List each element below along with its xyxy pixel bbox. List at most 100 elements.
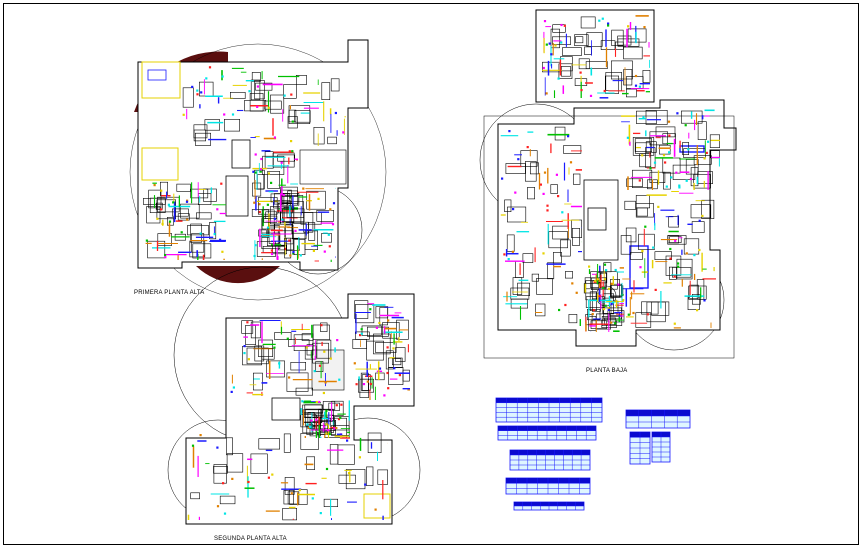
fixture-symbol xyxy=(602,308,606,311)
fixture-symbol xyxy=(216,505,220,508)
fixture-symbol xyxy=(243,352,246,355)
fixture-symbol xyxy=(638,179,641,182)
fixture-symbol xyxy=(674,239,677,242)
fixture-symbol xyxy=(596,278,599,281)
fixture-symbol xyxy=(673,322,676,325)
fixture-symbol xyxy=(665,185,668,188)
room-partition xyxy=(288,105,311,124)
fixture-symbol xyxy=(542,66,545,70)
fixture-symbol xyxy=(632,311,635,315)
room-partition xyxy=(354,331,370,340)
room-partition xyxy=(672,267,692,278)
room-partition xyxy=(295,387,314,396)
room-partition xyxy=(668,216,680,228)
site-boundary xyxy=(483,115,735,359)
room-partition xyxy=(536,278,554,295)
room-partition xyxy=(562,47,582,56)
fixture-symbol xyxy=(622,299,625,302)
fixture-symbol xyxy=(266,226,270,229)
fixture-symbol xyxy=(270,252,274,256)
room-partition xyxy=(507,206,527,223)
fixture-symbol xyxy=(378,367,382,370)
room-partition xyxy=(709,134,721,148)
fixture-symbol xyxy=(199,232,202,235)
fixture-symbol xyxy=(243,345,246,348)
room-partition xyxy=(264,151,274,169)
room-partition xyxy=(321,82,331,100)
fixture-symbol xyxy=(342,131,345,134)
room-partition xyxy=(267,171,281,189)
fixture-symbol xyxy=(557,195,560,198)
fixture-symbol xyxy=(358,456,361,459)
fixture-symbol xyxy=(653,161,657,164)
fixture-symbol xyxy=(329,208,332,211)
fixture-symbol xyxy=(355,383,358,386)
room-partition xyxy=(604,317,616,325)
room-partition xyxy=(219,495,236,505)
room-partition xyxy=(632,169,653,188)
fixture-symbol xyxy=(610,321,613,324)
fixture-symbol xyxy=(305,346,308,349)
schedule-header-row xyxy=(510,450,590,455)
fixture-symbol xyxy=(607,308,610,311)
fixture-symbol xyxy=(283,94,286,97)
floor-plan-segunda-planta-alta xyxy=(167,266,421,525)
room-partition xyxy=(578,58,590,70)
room-partition xyxy=(506,234,515,252)
fixture-symbol xyxy=(698,219,701,222)
fixture-symbol xyxy=(180,231,183,234)
fixture-symbol xyxy=(677,262,680,265)
fixture-symbol xyxy=(592,309,595,312)
room-partition xyxy=(632,137,655,156)
fixture-symbol xyxy=(161,222,164,225)
fixture-symbol xyxy=(654,288,657,291)
room-partition xyxy=(167,217,174,226)
fixture-symbol xyxy=(328,245,331,248)
fixture-symbol xyxy=(256,85,259,88)
fixture-symbol xyxy=(290,93,293,96)
fixture-symbol xyxy=(689,177,693,181)
fixture-symbol xyxy=(346,439,349,442)
fixture-symbol xyxy=(560,23,563,27)
room-partition xyxy=(520,150,538,167)
fixture-symbol xyxy=(626,136,629,139)
fixture-symbol xyxy=(200,91,203,94)
fixture-symbol xyxy=(318,364,322,367)
fixture-symbol xyxy=(588,265,591,268)
fixture-symbol xyxy=(191,85,194,88)
fixture-symbol xyxy=(196,89,199,92)
room-partition xyxy=(155,202,163,210)
fixture-symbol xyxy=(288,239,291,242)
fixture-symbol xyxy=(291,120,294,123)
room-partition xyxy=(645,141,657,153)
room-partition xyxy=(639,153,652,168)
fixture-symbol xyxy=(612,301,615,304)
room-partition xyxy=(517,282,530,297)
fixture-symbol xyxy=(669,257,672,260)
fixture-symbol xyxy=(340,403,343,406)
fixture-symbol xyxy=(539,183,542,186)
fixture-symbol xyxy=(273,346,276,349)
fixture-symbol xyxy=(641,154,644,157)
room-partition xyxy=(315,361,324,372)
fixture-symbol xyxy=(292,250,295,254)
room-partition xyxy=(391,358,402,366)
room-partition xyxy=(177,213,190,221)
label-primera-planta-alta: PRIMERA PLANTA ALTA xyxy=(134,290,205,296)
room-partition xyxy=(361,325,382,336)
fixture-symbol xyxy=(186,218,189,221)
room-partition xyxy=(550,28,560,49)
room-partition xyxy=(359,378,369,398)
fixture-symbol xyxy=(614,322,617,325)
fixture-symbol xyxy=(337,418,341,421)
room-partition xyxy=(180,203,200,219)
fixture-symbol xyxy=(703,157,706,160)
room-partition xyxy=(300,433,319,450)
room-partition xyxy=(345,469,366,490)
fixture-symbol xyxy=(292,252,295,255)
yellow-room xyxy=(363,493,391,519)
room-partition xyxy=(586,32,603,47)
fixture-symbol xyxy=(677,265,680,268)
room-partition xyxy=(635,203,654,218)
fixture-symbol xyxy=(591,313,594,316)
